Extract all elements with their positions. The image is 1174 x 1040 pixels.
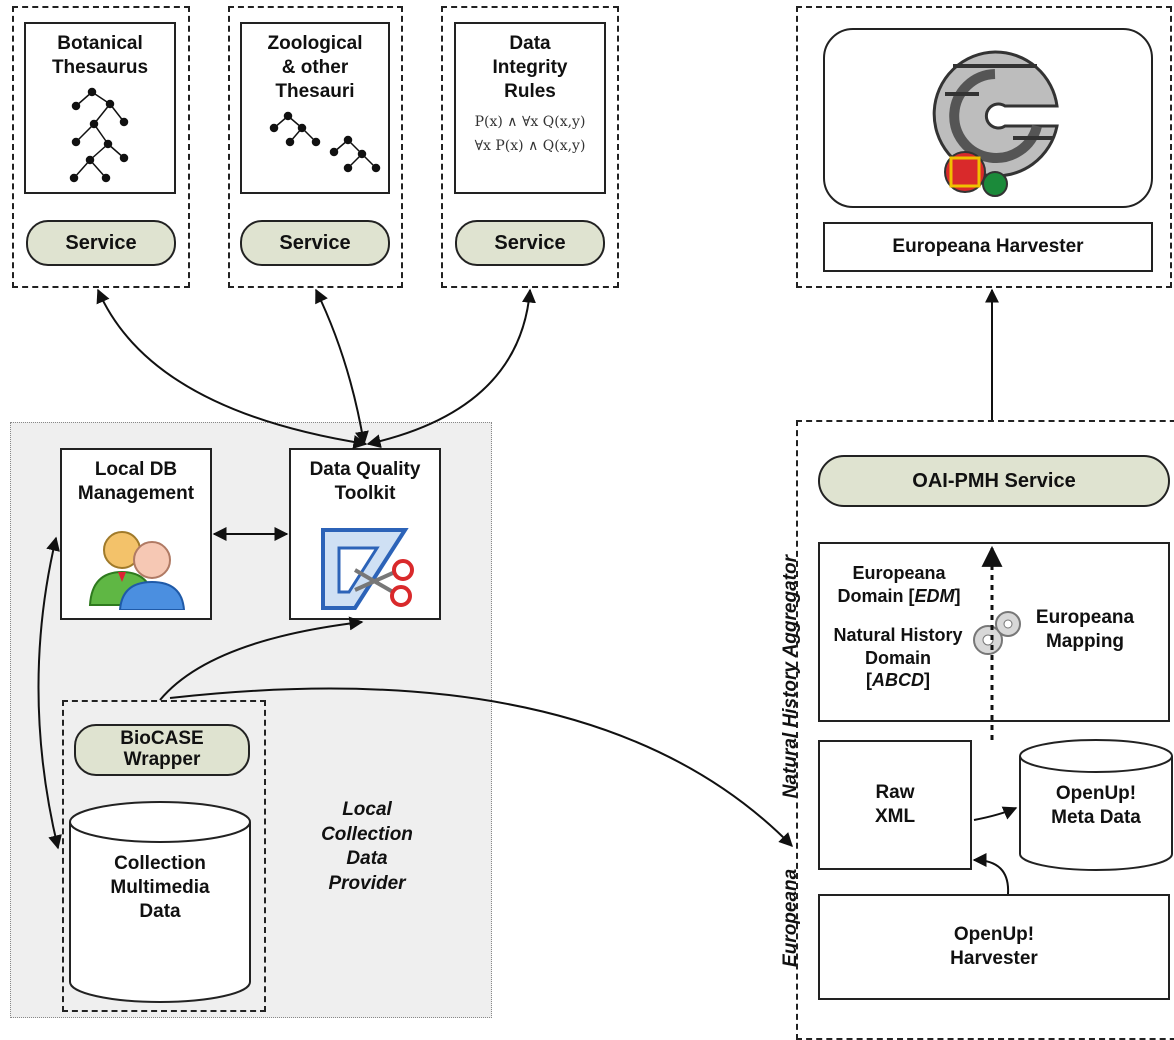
harvester-label-2: Harvester <box>950 948 1038 969</box>
zoological-thesauri-group <box>228 6 403 288</box>
raw-label-2: XML <box>874 806 916 827</box>
zoological-service-button[interactable]: Service <box>240 220 390 266</box>
integrity-service-button[interactable]: Service <box>455 220 605 266</box>
mapping-label-1: Europeana <box>1035 607 1135 628</box>
local-db-box: Local DB Management <box>60 448 212 620</box>
tree-icon-zoological <box>269 111 381 173</box>
caption-line-1: Local <box>342 799 392 820</box>
local-db-title-2: Management <box>77 482 195 504</box>
biocase-label-2: Wrapper <box>123 749 201 770</box>
collection-database-cylinder <box>69 801 251 1003</box>
botanical-service-label: Service <box>65 231 137 254</box>
dq-title-1: Data Quality <box>309 459 421 480</box>
zoological-title-2: & other <box>281 56 349 78</box>
zoological-to-toolkit-arrow <box>315 288 369 446</box>
europeana-logo-frame <box>823 28 1153 208</box>
gears-icon <box>973 611 1021 655</box>
collection-label-1: Collection <box>114 853 206 874</box>
nh-label-3: [ABCD] <box>866 670 930 690</box>
integrity-rules-box: Data Integrity Rules P(x) ∧ ∀x Q(x,y) ∀x… <box>454 22 606 194</box>
europeana-group <box>796 6 1172 288</box>
caption-line-4: Provider <box>328 873 406 895</box>
openup-metadata-cylinder <box>1019 739 1173 871</box>
dq-title-2: Toolkit <box>334 482 396 504</box>
harvester-to-raw-arrow <box>972 853 1010 895</box>
collection-label-2: Multimedia <box>110 876 210 898</box>
edm-label-2: Domain [EDM] <box>837 585 961 606</box>
integrity-title-2: Integrity <box>492 56 568 78</box>
meta-label-2: Meta Data <box>1051 806 1141 828</box>
raw-label-1: Raw <box>875 782 915 804</box>
botanical-title-1: Botanical <box>57 33 143 54</box>
data-quality-toolkit-box: Data Quality Toolkit <box>289 448 441 620</box>
harvester-label-1: OpenUp! <box>953 924 1035 946</box>
zoological-service-label: Service <box>279 231 351 254</box>
botanical-title-2: Thesaurus <box>51 56 149 78</box>
biocase-label-1: BioCASE <box>120 728 204 750</box>
localdb-collection-arrow <box>37 536 62 850</box>
integrity-formula-2: ∀x P(x) ∧ Q(x,y) <box>474 138 586 155</box>
zoological-title-1: Zoological <box>267 33 363 54</box>
integrity-title-3: Rules <box>504 80 556 102</box>
integrity-service-label: Service <box>494 231 566 254</box>
integrity-rules-group <box>441 6 619 288</box>
zoological-title-3: Thesauri <box>275 80 355 102</box>
europeana-harvester-box: Europeana Harvester <box>823 222 1153 272</box>
biocase-group <box>62 700 266 1012</box>
nh-label-2: Domain <box>864 647 931 668</box>
europeana-harvester-label: Europeana Harvester <box>892 236 1084 258</box>
integrity-to-toolkit-arrow <box>366 288 536 449</box>
mapping-label-2: Mapping <box>1045 630 1125 652</box>
caption-line-2: Collection <box>321 823 413 845</box>
nh-label-1: Natural History <box>833 625 963 645</box>
integrity-formula-1: P(x) ∧ ∀x Q(x,y) <box>474 114 586 131</box>
caption-line-3: Data <box>346 848 388 870</box>
oai-pmh-label: OAI-PMH Service <box>912 469 1076 492</box>
users-icon <box>88 531 186 610</box>
collection-label-3: Data <box>139 900 181 922</box>
ruler-scissors-icon <box>321 528 414 610</box>
oai-pmh-service-button[interactable]: OAI-PMH Service <box>818 455 1170 507</box>
meta-label-1: OpenUp! <box>1055 783 1137 804</box>
europeana-logo-icon <box>932 50 1059 197</box>
local-db-title-1: Local DB <box>94 459 178 480</box>
zoological-thesauri-box: Zoological & other Thesauri <box>240 22 390 194</box>
biocase-wrapper-button[interactable]: BioCASE Wrapper <box>74 724 250 776</box>
tree-icon-botanical <box>69 87 129 183</box>
botanical-thesaurus-group <box>12 6 190 288</box>
raw-to-meta-arrow <box>973 806 1018 821</box>
botanical-service-button[interactable]: Service <box>26 220 176 266</box>
biocase-to-toolkit-arrow <box>159 616 364 701</box>
raw-xml-box: Raw XML <box>818 740 972 870</box>
edm-label-1: Europeana <box>852 563 946 583</box>
openup-harvester-box: OpenUp! Harvester <box>818 894 1170 1000</box>
botanical-to-toolkit-arrow <box>96 288 368 449</box>
botanical-thesaurus-box: Botanical Thesaurus <box>24 22 176 194</box>
local-provider-caption: Local Collection Data Provider <box>312 798 422 897</box>
biocase-to-aggregator-arrow <box>169 687 793 847</box>
integrity-title-1: Data <box>509 33 551 54</box>
